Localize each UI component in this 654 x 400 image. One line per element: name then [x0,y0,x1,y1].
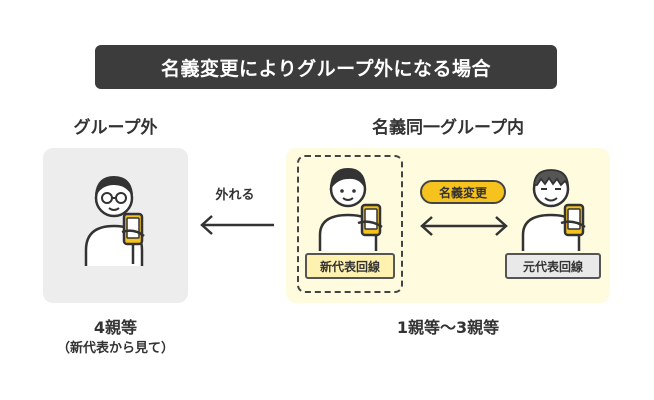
name-change-badge: 名義変更 [420,180,506,204]
right-group-heading: 名義同一グループ内 [372,118,524,138]
right-relation-label: 1親等〜3親等 [396,318,500,337]
person-with-glasses-icon [84,175,145,266]
left-relation-label: 4親等 [93,318,138,337]
exclude-label: 外れる [215,188,255,203]
new-rep-highlight-box [297,155,403,293]
left-group-heading: グループ外 [73,118,158,138]
left-relation-note: （新代表から見て） [56,341,174,356]
double-arrow-icon [420,216,508,236]
new-rep-person-icon [318,167,383,251]
old-rep-line-tag: 元代表回線 [505,253,601,279]
diagram-title: 名義変更によりグループ外になる場合 [95,45,557,89]
left-arrow-icon [200,215,274,235]
old-rep-person-icon [521,169,586,251]
new-rep-line-tag: 新代表回線 [305,253,395,279]
